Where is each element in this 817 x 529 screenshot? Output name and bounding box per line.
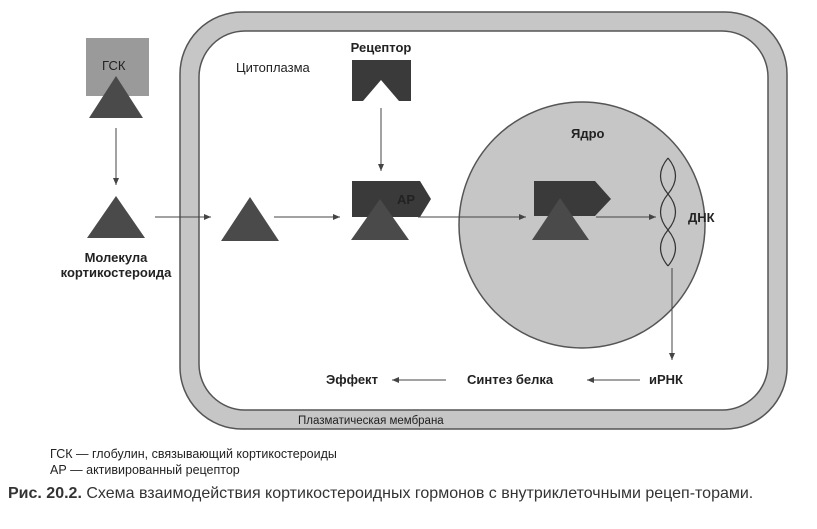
cytoplasm-label: Цитоплазма bbox=[236, 60, 311, 75]
receptor-shape bbox=[352, 60, 411, 101]
caption-number: Рис. 20.2. bbox=[8, 485, 82, 502]
dna-helix bbox=[659, 157, 677, 267]
nucleus bbox=[458, 101, 706, 349]
caption-text: Схема взаимодействия кортикостероидных г… bbox=[86, 485, 754, 502]
molecule-label-line1: Молекула bbox=[85, 250, 149, 265]
mrna-label: иРНК bbox=[649, 372, 683, 387]
legend-gsk: ГСК — глобулин, связывающий кортикостеро… bbox=[50, 447, 337, 461]
nuclear-complex bbox=[532, 181, 611, 240]
nucleus-label: Ядро bbox=[571, 126, 605, 141]
molecule-label-line2: кортикостероида bbox=[61, 265, 172, 280]
gsk-bound-triangle bbox=[89, 76, 143, 118]
membrane-label: Плазматическая мембрана bbox=[298, 415, 444, 427]
legend-ar: АР — активированный рецептор bbox=[50, 463, 240, 477]
protein-synthesis-label: Синтез белка bbox=[467, 372, 554, 387]
ar-label: АР bbox=[397, 192, 415, 207]
nuclear-receptor-shape bbox=[534, 181, 611, 216]
dna-label: ДНК bbox=[688, 210, 715, 225]
ar-bound-triangle bbox=[351, 199, 409, 240]
gsk-complex: ГСК bbox=[86, 38, 149, 118]
activated-receptor-shape bbox=[352, 181, 431, 217]
corticosteroid-triangle bbox=[87, 196, 145, 238]
activated-receptor-complex: АР bbox=[351, 181, 431, 240]
gsk-label: ГСК bbox=[102, 58, 126, 73]
receptor-label: Рецептор bbox=[351, 40, 412, 55]
figure-caption: Рис. 20.2. Схема взаимодействия кортикос… bbox=[8, 484, 808, 504]
cytoplasm-triangle bbox=[221, 197, 279, 241]
nuclear-bound-triangle bbox=[532, 198, 589, 240]
effect-label: Эффект bbox=[326, 372, 378, 387]
